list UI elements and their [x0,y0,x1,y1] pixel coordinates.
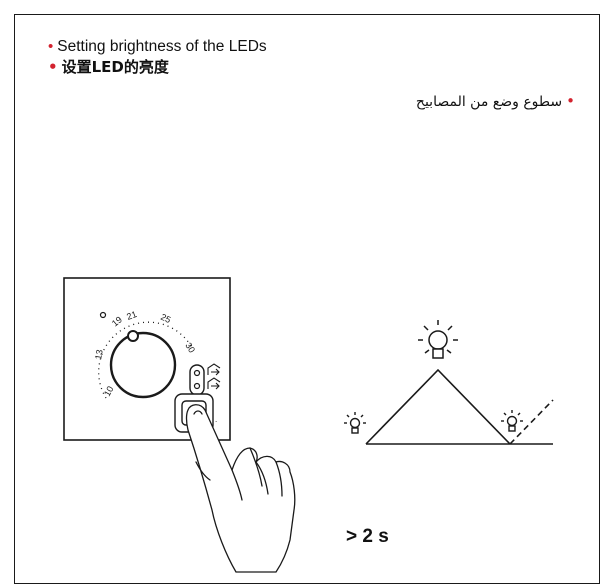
press-duration-label: > 2 s [346,526,389,547]
dial-marker-dot [99,311,107,319]
dial-tick-25: 25 [159,312,172,325]
bullet-icon: • [566,92,575,110]
instruction-en: •Setting brightness of the LEDs [48,38,267,55]
brightness-diagram [344,320,554,445]
bullet-icon: • [48,38,54,55]
sun-dim-icon [344,412,366,434]
brightness-ramp-continued [509,399,554,445]
dial-tick-30: 30 [183,341,197,355]
instruction-ar: •سطوع وضع من المصابيح [415,92,575,110]
instruction-zh: •设置LED的亮度 [48,58,169,76]
led-indicator-2 [193,382,201,390]
brightness-ramp [365,368,511,445]
led-indicator-1 [193,369,201,377]
sun-dim-icon [501,410,523,432]
dial-tick-19: 19 [110,314,124,328]
temperature-dial[interactable] [109,331,177,399]
instruction-panel [14,14,600,584]
sun-bright-icon [418,320,458,359]
dial-tick-21: 21 [125,309,138,322]
button-mark: . [215,415,217,424]
dial-indicator [127,330,139,342]
bullet-icon: • [48,58,58,76]
mode-comfort-icon [207,363,221,376]
hand-pointer-icon [185,404,296,573]
dial-tick-10: 10 [102,384,116,398]
mode-away-icon [207,377,221,390]
led-indicator-panel [189,364,205,396]
dial-tick-13: 13 [93,349,105,361]
